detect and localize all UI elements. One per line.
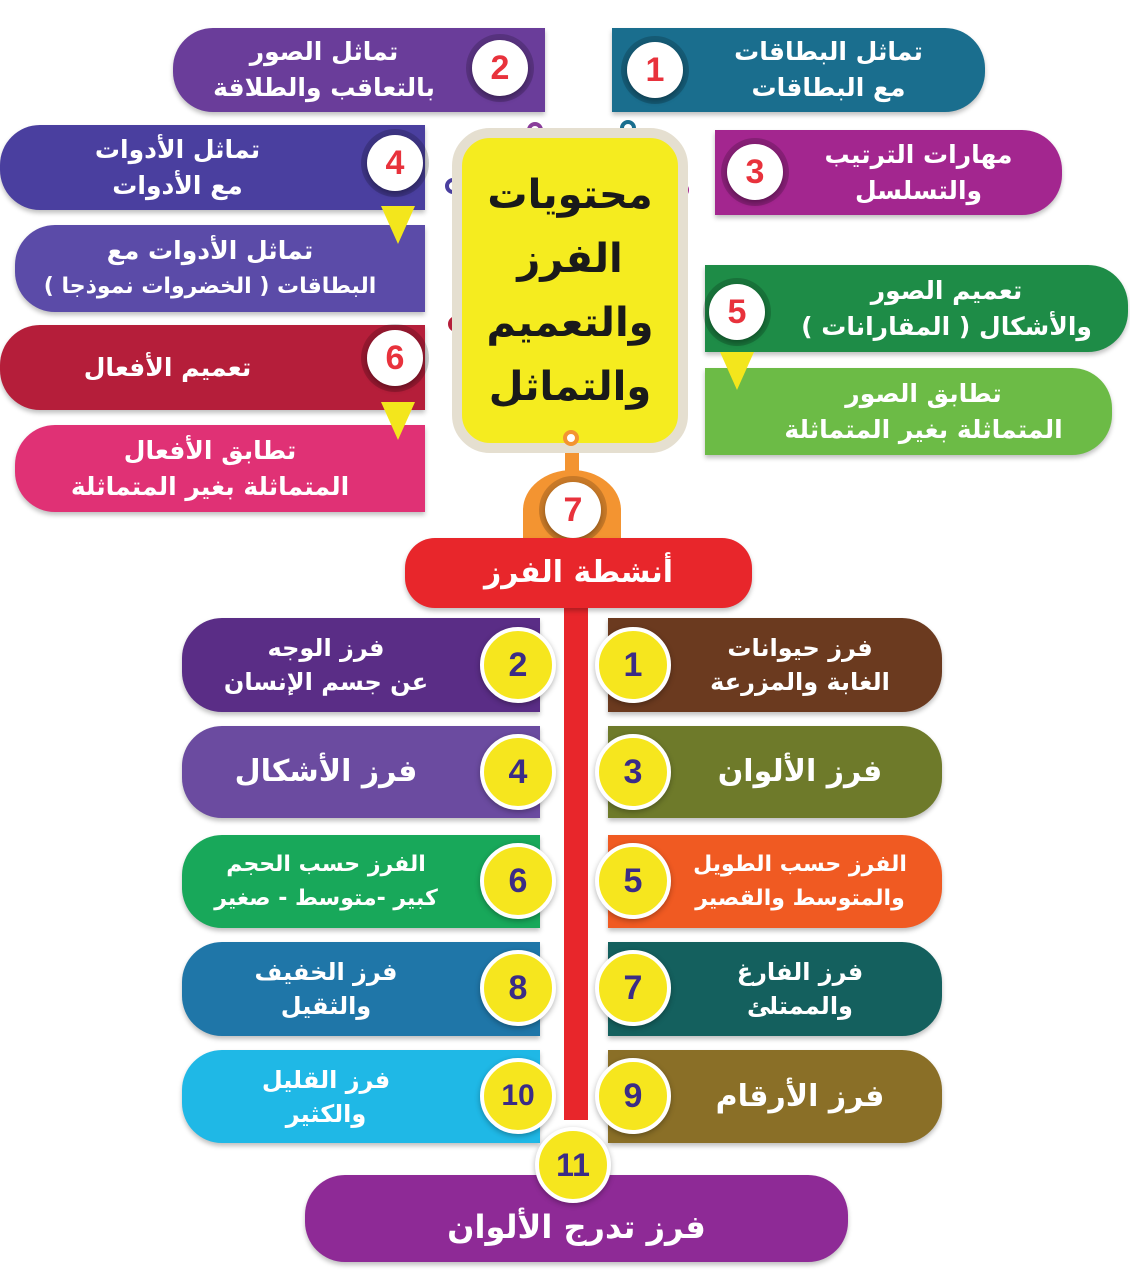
center-title-line: محتويات (487, 171, 653, 218)
number-3: 3 (595, 734, 671, 810)
number-9: 9 (595, 1058, 671, 1134)
number-8: 8 (480, 950, 556, 1026)
activity-text: فرز الوجه (267, 634, 385, 662)
activity-text: فرز القليل (261, 1065, 391, 1094)
number-6: 6 (480, 843, 556, 919)
vertical-line (564, 600, 588, 1120)
activities-title: أنشطة الفرز (484, 555, 674, 590)
arrow-down-icon (381, 402, 415, 440)
activity-text: فرز الفارغ (736, 958, 864, 986)
topic-text: والتسلسل (854, 175, 983, 205)
topic-text: المتماثلة بغير المتماثلة (70, 471, 350, 501)
topic-text: مع الأدوات (112, 170, 243, 200)
topic-text: مهارات الترتيب (824, 139, 1013, 169)
number-1: 1 (595, 627, 671, 703)
topic-text: تماثل الصور (249, 37, 399, 66)
activity-text: كبير -متوسط - صغير (214, 885, 438, 911)
connector-dot (563, 430, 579, 446)
topic-text: المتماثلة بغير المتماثلة (784, 414, 1063, 444)
center-title-line: الفرز (517, 235, 623, 282)
center-title-box: محتويات الفرز والتعميم والتماثل (452, 128, 688, 453)
topic-4: تماثل الأدوات مع الأدوات (0, 125, 425, 210)
activity-text: والكثير (285, 1099, 367, 1128)
number-4: 4 (480, 734, 556, 810)
activity-text: الغابة والمزرعة (710, 668, 890, 696)
activities-header: أنشطة الفرز (405, 538, 752, 608)
activity-text: الفرز حسب الطويل (693, 851, 907, 877)
badge-4: 4 (367, 135, 423, 191)
center-title-line: والتماثل (488, 363, 652, 410)
activity-4: فرز الأشكال (182, 726, 540, 818)
topic-text: تطابق الأفعال (123, 435, 297, 465)
number-7: 7 (595, 950, 671, 1026)
topic-text: البطاقات ( الخضروات نموذجا ) (43, 273, 377, 299)
badge-3: 3 (727, 144, 783, 200)
topic-5-sub: تطابق الصور المتماثلة بغير المتماثلة (705, 368, 1112, 455)
topic-text: تماثل البطاقات (734, 37, 923, 66)
topic-text: تماثل الأدوات (94, 134, 261, 164)
topic-6-sub: تطابق الأفعال المتماثلة بغير المتماثلة (15, 425, 425, 512)
badge-7-number: 7 (545, 482, 601, 538)
activity-text: فرز الألوان (717, 754, 883, 789)
topic-text: تعميم الأفعال (83, 352, 252, 382)
activity-5: الفرز حسب الطويل والمتوسط والقصير (608, 835, 942, 928)
activity-text: عن جسم الإنسان (223, 668, 429, 696)
badge-2: 2 (472, 40, 528, 96)
center-title-line: والتعميم (486, 299, 654, 346)
activity-text: الفرز حسب الحجم (226, 851, 426, 877)
badge-1: 1 (627, 42, 683, 98)
number-10: 10 (480, 1058, 556, 1134)
topic-5: تعميم الصور والأشكال ( المقارانات ) (705, 265, 1128, 352)
activity-text: فرز حيوانات (727, 634, 873, 662)
topic-text: تماثل الأدوات مع (106, 235, 314, 265)
activity-text: فرز الأرقام (715, 1078, 885, 1114)
topic-text: والأشكال ( المقارانات ) (801, 311, 1092, 341)
number-2: 2 (480, 627, 556, 703)
topic-6: تعميم الأفعال (0, 325, 425, 410)
activity-text: والممتلئ (747, 992, 853, 1020)
topic-text: مع البطاقات (751, 73, 906, 102)
number-5: 5 (595, 843, 671, 919)
badge-6: 6 (367, 330, 423, 386)
topic-text: تطابق الصور (845, 378, 1002, 408)
activity-text: والمتوسط والقصير (695, 885, 905, 911)
arrow-down-icon (720, 352, 754, 390)
badge-5: 5 (709, 284, 765, 340)
arrow-down-icon (381, 206, 415, 244)
activity-1: فرز حيوانات الغابة والمزرعة (608, 618, 942, 712)
topic-4-sub: تماثل الأدوات مع البطاقات ( الخضروات نموذ… (15, 225, 425, 312)
topic-text: بالتعاقب والطلاقة (213, 73, 435, 102)
number-11: 11 (535, 1127, 611, 1203)
activity-text: فرز الخفيف (254, 958, 398, 986)
activity-text: فرز تدرج الألوان (447, 1207, 706, 1246)
topic-text: تعميم الصور (870, 275, 1023, 305)
activity-text: فرز الأشكال (234, 754, 418, 789)
activity-text: والثقيل (280, 992, 372, 1020)
